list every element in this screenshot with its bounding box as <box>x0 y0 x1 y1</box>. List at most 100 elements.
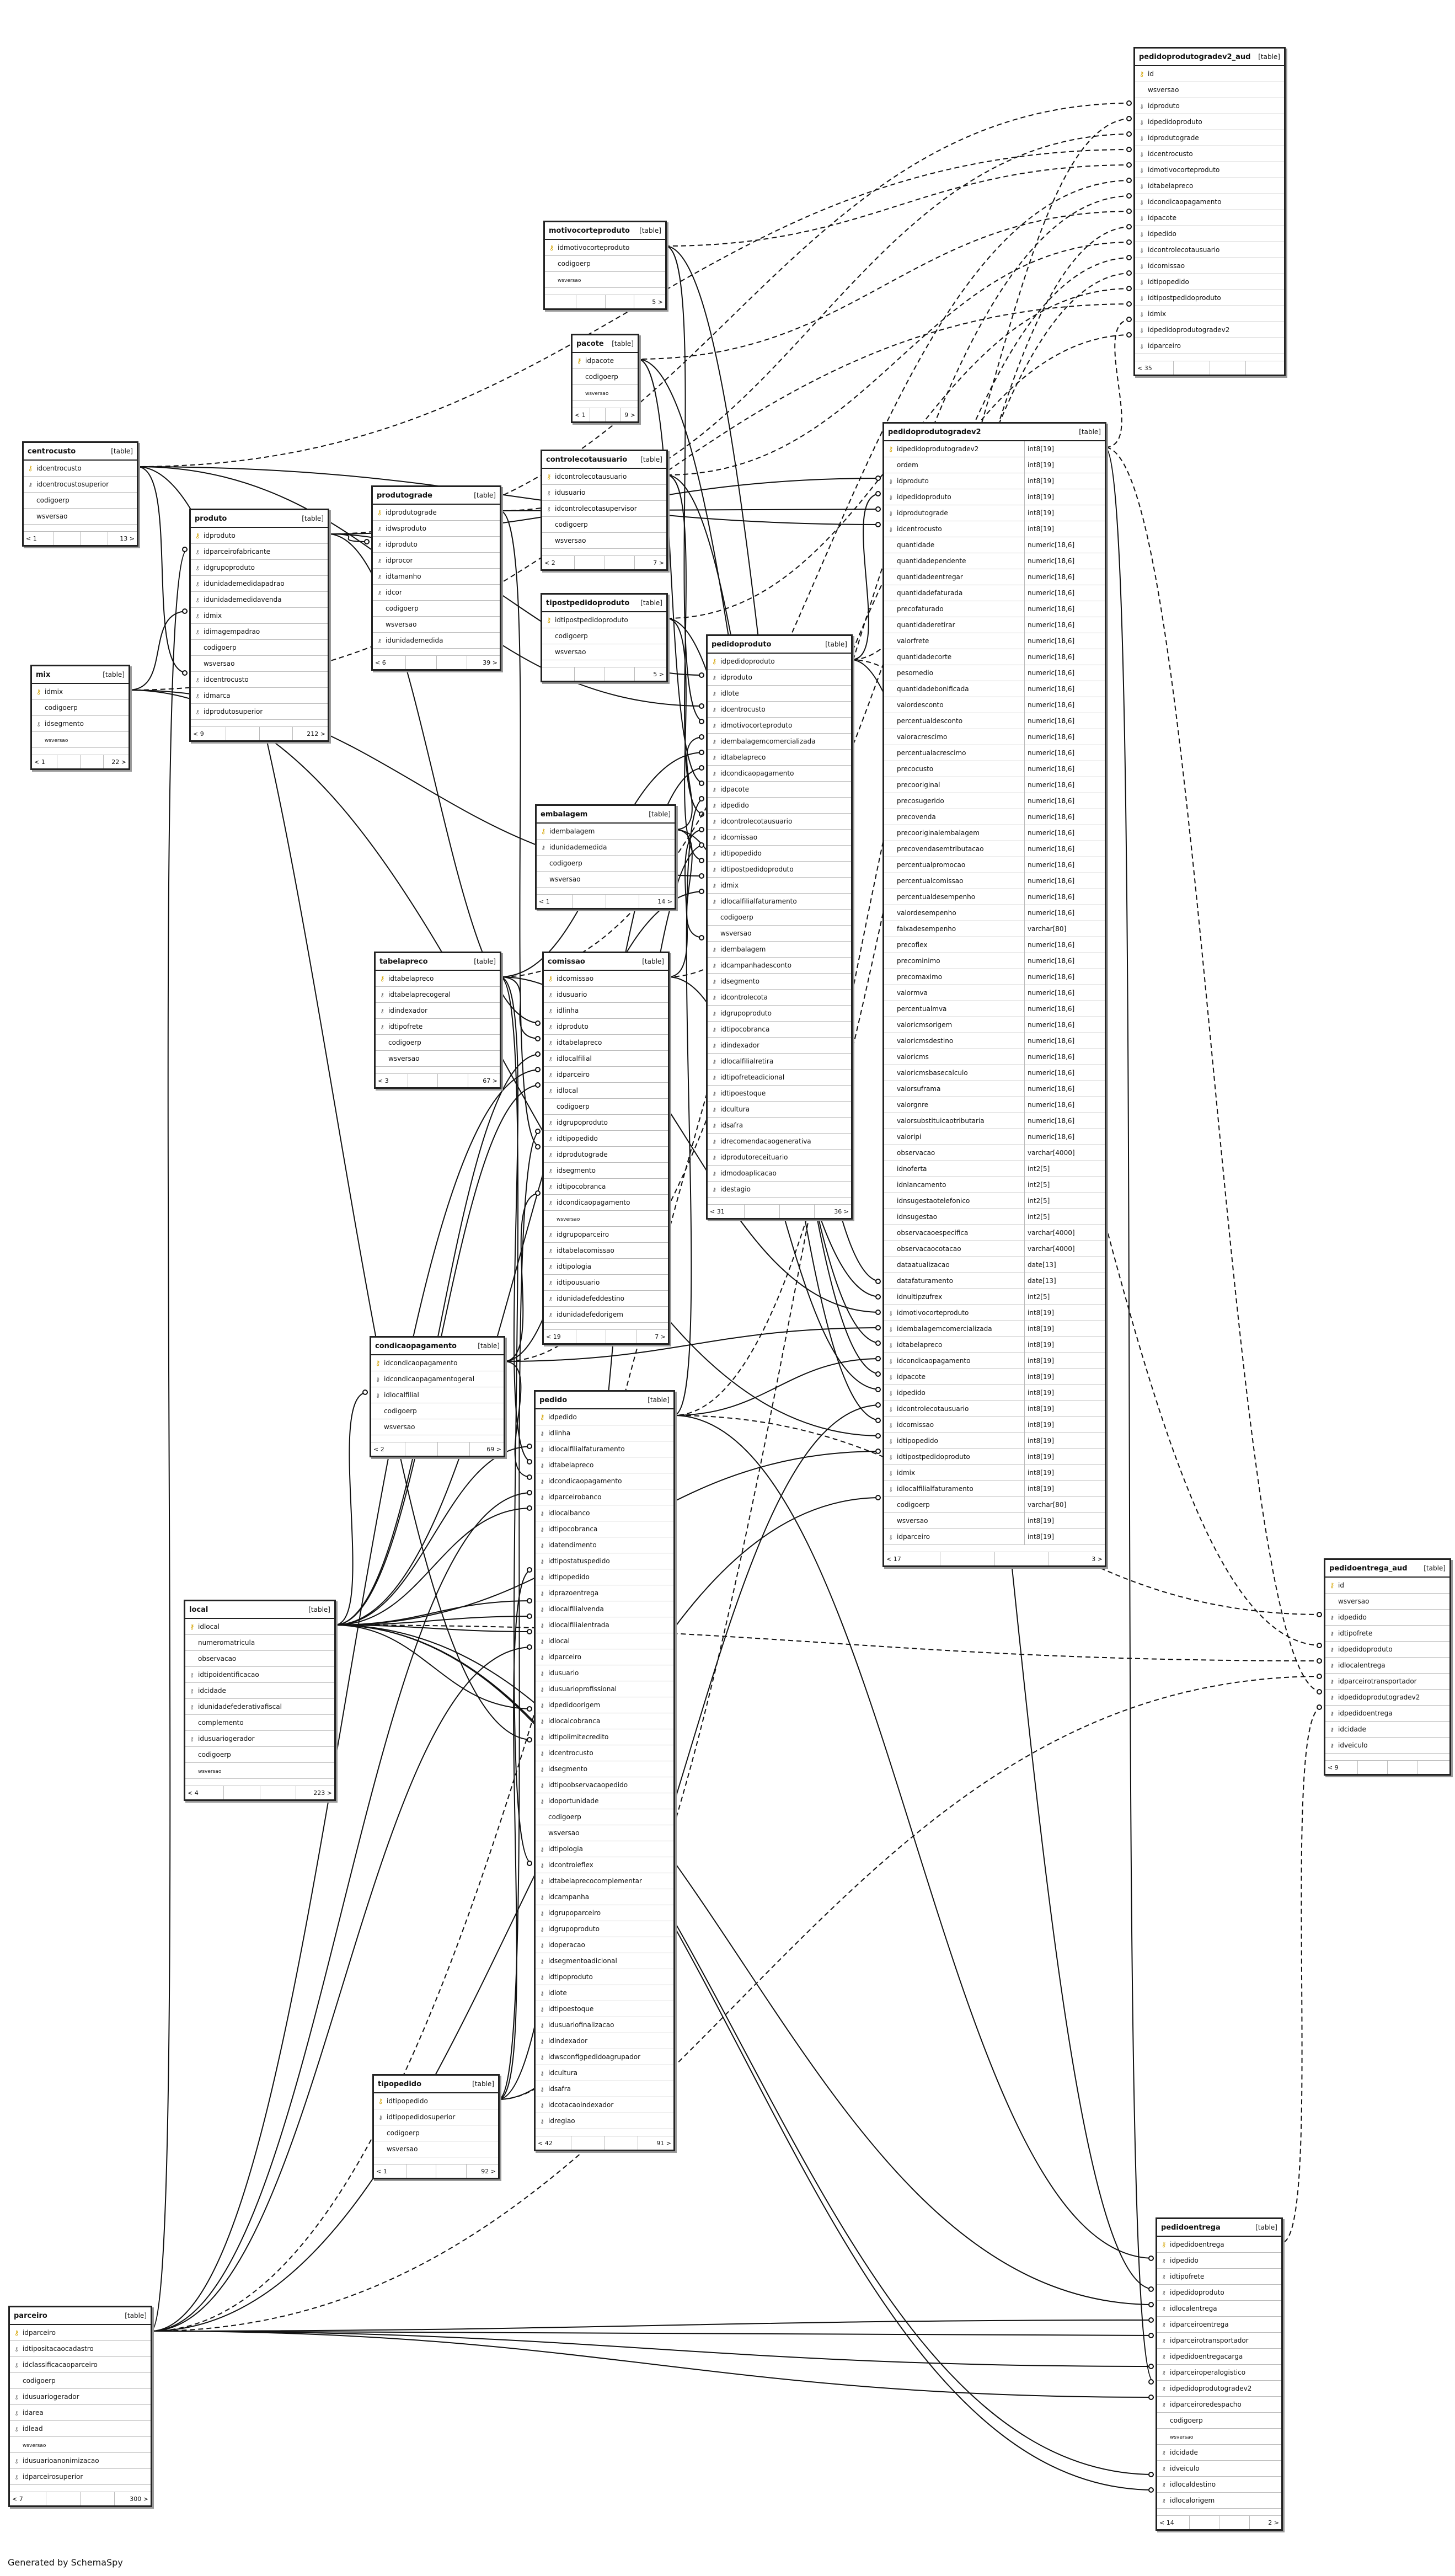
column-row[interactable]: ⚷idcampanha <box>536 1889 673 1905</box>
children-count[interactable]: 91 > <box>656 2139 671 2147</box>
column-row[interactable]: ⚷idparceirobanco <box>536 1489 673 1505</box>
column-row[interactable]: ⚷idlocalbanco <box>536 1505 673 1521</box>
column-row[interactable]: ⚷idlocalentrega <box>1157 2301 1281 2317</box>
column-row[interactable]: ⚷idlocalfilial <box>544 1051 668 1067</box>
table-embalagem[interactable]: embalagem[table]⚷idembalagem⚷idunidademe… <box>535 804 676 910</box>
column-row[interactable]: ⚷idpedidoentrega <box>1157 2237 1281 2253</box>
column-row[interactable]: ⚷idtabelapreco <box>376 971 500 987</box>
column-row[interactable]: ⚷idproduto <box>373 537 500 553</box>
column-row[interactable]: wsversao <box>542 644 666 660</box>
column-row[interactable]: ⚷idunidademedidapadrao <box>191 576 328 592</box>
children-count[interactable]: 39 > <box>483 659 498 666</box>
column-row[interactable]: ⚷idtipopedido <box>1135 274 1284 290</box>
column-row[interactable]: ⚷idparceirotransportador <box>1157 2333 1281 2349</box>
column-row[interactable]: wsversao <box>376 1051 500 1067</box>
column-row[interactable]: ⚷idpedidoproduto <box>1325 1642 1449 1658</box>
table-name[interactable]: parceiro <box>14 2311 47 2320</box>
table-pedidoproduto[interactable]: pedidoproduto[table]⚷idpedidoproduto⚷idp… <box>706 634 853 1220</box>
column-row[interactable]: ⚷idtipostpedidoproduto <box>1135 290 1284 306</box>
column-row[interactable]: codigoerp <box>536 1809 673 1825</box>
column-row[interactable]: ⚷idclassificacaoparceiro <box>10 2357 151 2373</box>
parents-count[interactable]: < 2 <box>542 556 575 569</box>
parents-count[interactable] <box>545 295 576 308</box>
column-row[interactable]: observacao <box>185 1651 334 1667</box>
table-name[interactable]: pedidoentrega_aud <box>1329 1564 1408 1573</box>
column-row[interactable]: ⚷idtabelapreco <box>1135 178 1284 194</box>
table-pedido[interactable]: pedido[table]⚷idpedido⚷idlinha⚷idlocalfi… <box>534 1390 675 2151</box>
column-row[interactable]: ⚷idtabelapreco <box>544 1035 668 1051</box>
column-row[interactable]: ⚷idtipostatuspedido <box>536 1553 673 1569</box>
column-row[interactable]: ⚷idtipofrete <box>1325 1626 1449 1642</box>
column-row[interactable]: ⚷idtipologia <box>536 1841 673 1857</box>
column-row[interactable]: wsversao <box>24 509 137 525</box>
table-name[interactable]: comissao <box>548 957 585 966</box>
parents-count[interactable]: < 1 <box>573 408 590 421</box>
children-count[interactable]: 7 > <box>653 559 664 566</box>
column-row[interactable]: ⚷idlocalcobranca <box>536 1713 673 1729</box>
column-row[interactable]: ⚷idcentrocustosuperior <box>24 477 137 493</box>
column-row[interactable]: ⚷idestagio <box>708 1182 851 1198</box>
column-row[interactable]: wsversao <box>374 2141 498 2157</box>
column-row[interactable]: codigoerp <box>10 2373 151 2389</box>
column-row[interactable]: ⚷idparceiro <box>10 2325 151 2341</box>
column-row[interactable]: ⚷idsafra <box>536 2081 673 2097</box>
column-row[interactable]: ⚷idprodutosuperior <box>191 704 328 720</box>
parents-count[interactable]: < 42 <box>536 2136 571 2150</box>
column-row[interactable]: ⚷idmix <box>32 684 129 700</box>
column-row[interactable]: ⚷idwsconfigpedidoagrupador <box>536 2049 673 2065</box>
column-row[interactable]: ⚷idcampanhadesconto <box>708 958 851 974</box>
column-row[interactable]: ⚷idtipofreteadicional <box>708 1070 851 1086</box>
column-row[interactable]: ⚷idmix <box>1135 306 1284 322</box>
column-row[interactable]: ⚷idpacote <box>708 782 851 798</box>
column-row[interactable]: ⚷idsegmento <box>544 1163 668 1179</box>
column-row[interactable]: codigoerp <box>542 628 666 644</box>
column-row[interactable]: ⚷idtipologia <box>544 1259 668 1275</box>
column-row[interactable]: ⚷idtipoobservacaopedido <box>536 1777 673 1793</box>
column-row[interactable]: ⚷idusuarioanonimizacao <box>10 2453 151 2469</box>
column-row[interactable]: wsversao <box>185 1763 334 1779</box>
column-row[interactable]: ⚷idpedidoprodutogradev2 <box>1157 2381 1281 2397</box>
column-row[interactable]: ⚷idembalagem <box>708 942 851 958</box>
column-row[interactable]: codigoerp <box>537 856 675 872</box>
column-row[interactable]: ⚷idpacote <box>1135 210 1284 226</box>
column-row[interactable]: ⚷idlocalorigem <box>1157 2493 1281 2509</box>
table-name[interactable]: pedidoproduto <box>712 640 772 649</box>
column-row[interactable]: ⚷idusuario <box>542 485 666 501</box>
column-row[interactable]: wsversao <box>537 872 675 888</box>
column-row[interactable]: ⚷idpedidoproduto <box>1135 114 1284 130</box>
column-row[interactable]: ⚷idlocalfilialvenda <box>536 1601 673 1617</box>
column-row[interactable]: ⚷idimagempadrao <box>191 624 328 640</box>
column-row[interactable]: wsversao <box>10 2437 151 2453</box>
column-row[interactable]: ⚷idregiao <box>536 2113 673 2129</box>
column-row[interactable]: wsversao <box>545 272 665 288</box>
column-row[interactable]: wsversao <box>542 533 666 549</box>
column-row[interactable]: ⚷idpedidoproduto <box>708 654 851 670</box>
column-row[interactable]: ⚷idproduto <box>708 670 851 686</box>
parents-count[interactable] <box>542 667 575 681</box>
column-row[interactable]: ⚷idpedido <box>1135 226 1284 242</box>
column-row[interactable]: ⚷idtipofrete <box>376 1019 500 1035</box>
column-row[interactable]: codigoerp <box>32 700 129 716</box>
table-name[interactable]: tipostpedidoproduto <box>546 598 630 607</box>
column-row[interactable]: codigoerp <box>544 1099 668 1115</box>
column-row[interactable]: ⚷idtipopedido <box>708 846 851 862</box>
column-row[interactable]: ⚷idsafra <box>708 1118 851 1134</box>
column-row[interactable]: ⚷idcondicaopagamentogeral <box>371 1371 504 1387</box>
